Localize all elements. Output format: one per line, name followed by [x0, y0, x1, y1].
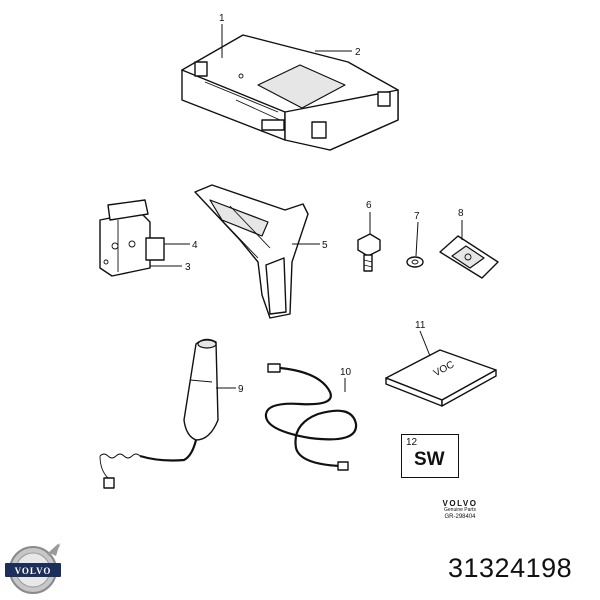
- sw-software-box: 12 SW: [401, 434, 459, 478]
- sw-label: SW: [414, 449, 445, 470]
- leader-7: [415, 221, 419, 257]
- mounting-bracket: [99, 199, 165, 277]
- brand-name: VOLVO: [442, 499, 478, 508]
- clip-nut: [439, 235, 499, 279]
- logo-text: VOLVO: [15, 566, 52, 576]
- volvo-logo: VOLVO: [5, 543, 61, 594]
- callout-9: 9: [238, 384, 244, 395]
- callout-6: 6: [366, 200, 372, 211]
- callout-8: 8: [458, 208, 464, 219]
- callout-4: 4: [192, 240, 198, 251]
- callout-11: 11: [415, 320, 426, 331]
- handset: [99, 338, 219, 489]
- reference-code: GR-298404: [444, 513, 476, 520]
- callout-2: 2: [355, 47, 361, 58]
- callout-3: 3: [185, 262, 191, 273]
- user-manual: VOC: [385, 349, 497, 407]
- callout-7: 7: [414, 211, 420, 222]
- callout-10: 10: [340, 367, 352, 378]
- control-module: [181, 34, 399, 151]
- callout-1: 1: [219, 13, 225, 24]
- handset-holder: [194, 184, 309, 319]
- washer: [406, 256, 424, 268]
- bolt: [357, 233, 381, 272]
- callout-5: 5: [322, 240, 328, 251]
- leader-11: [419, 330, 431, 357]
- brand-block: VOLVO Genuine Parts GR-298404: [420, 499, 500, 520]
- part-number: 31324198: [448, 553, 573, 583]
- callout-12: 12: [406, 437, 418, 448]
- cable: [264, 363, 358, 471]
- brand-subtitle: Genuine Parts: [444, 507, 476, 514]
